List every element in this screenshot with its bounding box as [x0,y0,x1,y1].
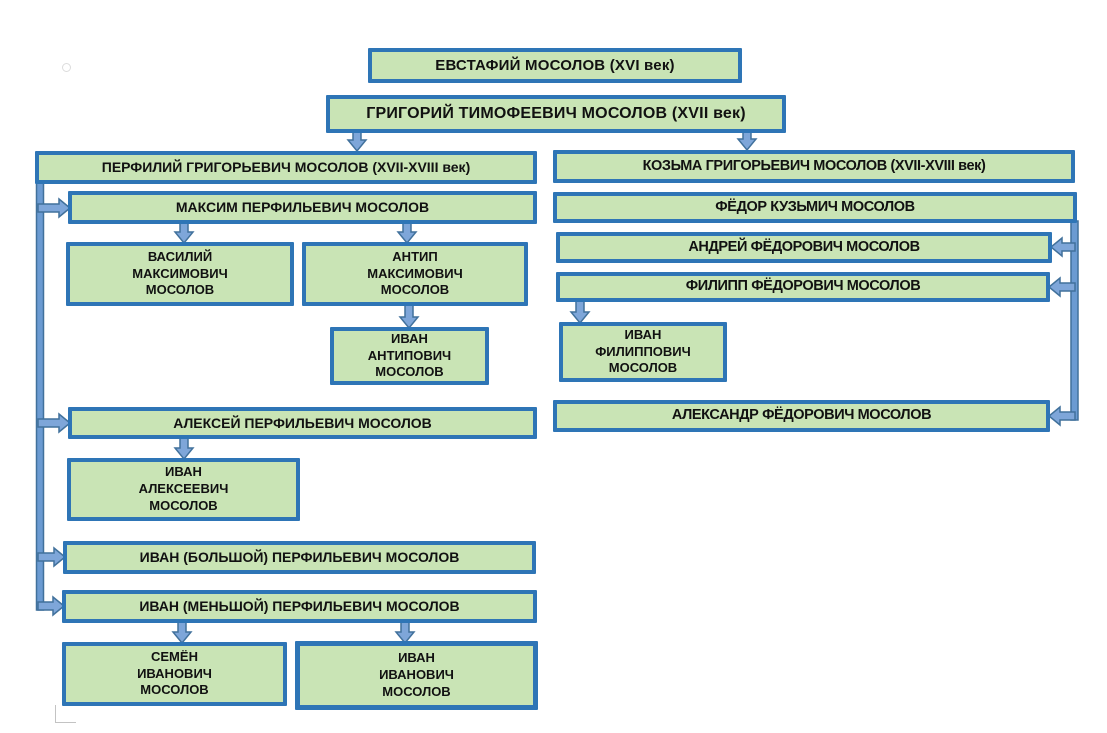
arrow-trunk-to-aleksey [37,412,72,434]
node-label: АЛЕКСЕЙ ПЕРФИЛЬЕВИЧ МОСОЛОВ [173,414,432,431]
arrow-antip-to-ivan-antipovich [398,303,420,330]
node-label: ИВАН (МЕНЬШОЙ) ПЕРФИЛЬЕВИЧ МОСОЛОВ [139,598,460,615]
node-label: АЛЕКСАНДР ФЁДОРОВИЧ МОСОЛОВ [671,407,932,424]
node-grigoriy: ГРИГОРИЙ ТИМОФЕЕВИЧ МОСОЛОВ (XVII век) [326,95,786,133]
node-aleksandr: АЛЕКСАНДР ФЁДОРОВИЧ МОСОЛОВ [553,400,1050,432]
node-fyodor: ФЁДОР КУЗЬМИЧ МОСОЛОВ [553,192,1077,223]
faint-mark-artifact [62,63,71,72]
arrow-trunk-to-filipp [1047,276,1076,298]
node-ivan-ivanovich: ИВАН ИВАНОВИЧ МОСОЛОВ [295,641,538,710]
node-ivan-filippovich: ИВАН ФИЛИППОВИЧ МОСОЛОВ [559,322,727,382]
node-kozma: КОЗЬМА ГРИГОРЬЕВИЧ МОСОЛОВ (XVII-XVIII в… [553,150,1075,183]
node-label: ИВАН ФИЛИППОВИЧ МОСОЛОВ [595,326,691,376]
node-ivan-antipovich: ИВАН АНТИПОВИЧ МОСОЛОВ [330,327,489,385]
arrow-grigoriy-to-kozma [736,130,758,152]
arrow-trunk-to-ivan-menshoy [37,595,66,617]
node-aleksey: АЛЕКСЕЙ ПЕРФИЛЬЕВИЧ МОСОЛОВ [68,407,537,439]
node-ivan-menshoy: ИВАН (МЕНЬШОЙ) ПЕРФИЛЬЕВИЧ МОСОЛОВ [62,590,537,623]
node-label: ФЁДОР КУЗЬМИЧ МОСОЛОВ [715,198,915,215]
trunk-perfiliy-children [35,181,45,611]
node-label: ИВАН (БОЛЬШОЙ) ПЕРФИЛЬЕВИЧ МОСОЛОВ [139,549,460,566]
node-label: ЕВСТАФИЙ МОСОЛОВ (XVI век) [435,56,675,74]
arrow-aleksey-to-ivan-alekseevich [173,436,195,461]
arrow-trunk-to-maksim [37,197,72,219]
node-vasiliy: ВАСИЛИЙ МАКСИМОВИЧ МОСОЛОВ [66,242,294,306]
node-label: ГРИГОРИЙ ТИМОФЕЕВИЧ МОСОЛОВ (XVII век) [366,105,746,123]
node-label: ИВАН АНТИПОВИЧ МОСОЛОВ [367,330,452,380]
text-frame-corner-artifact [55,705,76,723]
node-antip: АНТИП МАКСИМОВИЧ МОСОЛОВ [302,242,528,306]
node-label: КОЗЬМА ГРИГОРЬЕВИЧ МОСОЛОВ (XVII-XVIII в… [642,157,986,174]
node-filipp: ФИЛИПП ФЁДОРОВИЧ МОСОЛОВ [556,272,1050,302]
arrow-maksim-to-vasiliy [173,221,195,245]
node-label: АНТИП МАКСИМОВИЧ МОСОЛОВ [367,248,463,298]
node-label: ИВАН ИВАНОВИЧ МОСОЛОВ [379,650,454,699]
arrow-trunk-to-aleksandr [1047,405,1076,427]
node-label: ВАСИЛИЙ МАКСИМОВИЧ МОСОЛОВ [132,248,228,298]
arrow-filipp-to-ivan-filippovich [569,299,591,325]
arrow-trunk-to-ivan-bolshoy [37,546,67,568]
node-andrey: АНДРЕЙ ФЁДОРОВИЧ МОСОЛОВ [556,232,1052,263]
node-label: СЕМЁН ИВАНОВИЧ МОСОЛОВ [137,648,212,698]
node-perfiliy: ПЕРФИЛИЙ ГРИГОРЬЕВИЧ МОСОЛОВ (XVII-XVIII… [35,151,537,184]
node-ivan-bolshoy: ИВАН (БОЛЬШОЙ) ПЕРФИЛЬЕВИЧ МОСОЛОВ [63,541,536,574]
node-label: ФИЛИПП ФЁДОРОВИЧ МОСОЛОВ [685,278,921,295]
arrow-ivan-menshoy-to-semyon [171,620,193,645]
arrow-grigoriy-to-perfiliy [346,130,368,153]
node-maksim: МАКСИМ ПЕРФИЛЬЕВИЧ МОСОЛОВ [68,191,537,224]
node-label: МАКСИМ ПЕРФИЛЬЕВИЧ МОСОЛОВ [175,199,430,216]
node-evstafiy: ЕВСТАФИЙ МОСОЛОВ (XVI век) [368,48,742,83]
node-semyon: СЕМЁН ИВАНОВИЧ МОСОЛОВ [62,642,287,706]
node-label: ИВАН АЛЕКСЕЕВИЧ МОСОЛОВ [138,464,229,513]
arrow-ivan-menshoy-to-ivan-ivanovich [394,620,416,645]
node-ivan-alekseevich: ИВАН АЛЕКСЕЕВИЧ МОСОЛОВ [67,458,300,521]
arrow-maksim-to-antip [396,221,418,245]
node-label: ПЕРФИЛИЙ ГРИГОРЬЕВИЧ МОСОЛОВ (XVII-XVIII… [101,159,471,176]
arrow-trunk-to-andrey [1049,236,1076,258]
node-label: АНДРЕЙ ФЁДОРОВИЧ МОСОЛОВ [688,238,920,255]
